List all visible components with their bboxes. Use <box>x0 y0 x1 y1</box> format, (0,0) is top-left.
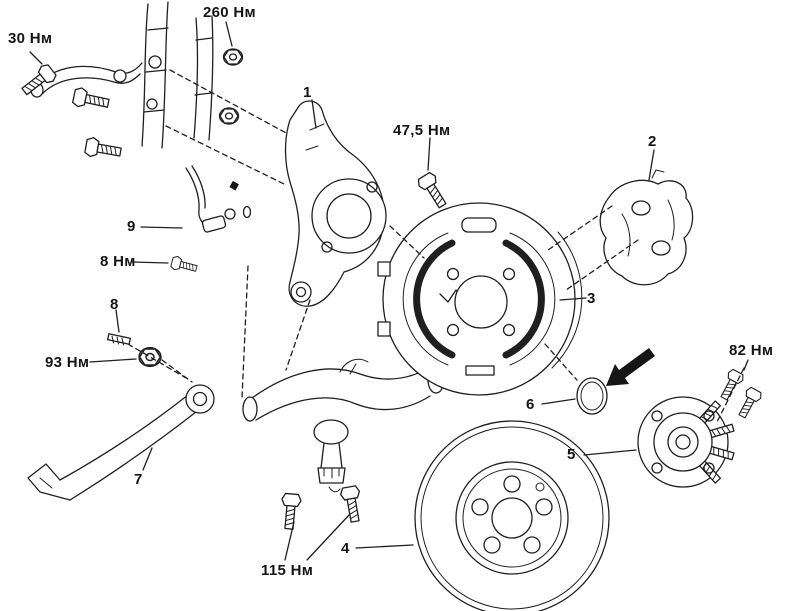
callout-part-7: 7 <box>134 471 143 488</box>
label-torque-93nm: 93 Нм <box>45 354 90 371</box>
brake-disc-part-4 <box>414 420 610 611</box>
plate-bolt-47-5nm <box>415 170 452 212</box>
ball-joint-bolts-115nm <box>278 484 366 531</box>
pin-part-8 <box>106 333 132 346</box>
direction-arrow <box>606 348 655 386</box>
callout-part-5: 5 <box>567 446 576 463</box>
label-torque-260nm: 260 Нм <box>203 4 256 21</box>
label-torque-115nm: 115 Нм <box>261 562 314 579</box>
bracket-bolts <box>71 86 123 163</box>
leader-lines <box>29 21 749 561</box>
callout-part-3: 3 <box>587 290 596 307</box>
callout-part-8: 8 <box>110 296 119 313</box>
callout-part-4: 4 <box>341 540 350 557</box>
axle-carrier-part-1 <box>284 100 387 307</box>
label-torque-8nm: 8 Нм <box>100 253 136 270</box>
mounting-bracket <box>141 1 214 149</box>
label-torque-47-5nm: 47,5 Нм <box>393 122 451 139</box>
strut-rod-part-7 <box>27 384 215 501</box>
nuts-260nm <box>218 48 244 125</box>
hub-part-5 <box>637 396 735 488</box>
callout-part-6: 6 <box>526 396 535 413</box>
callout-part-1: 1 <box>303 84 312 101</box>
nut-93nm <box>138 347 162 367</box>
label-torque-30nm: 30 Нм <box>8 30 53 47</box>
label-torque-82nm: 82 Нм <box>729 342 774 359</box>
caliper-part-2 <box>599 169 694 286</box>
callout-part-2: 2 <box>648 133 657 150</box>
sensor-bolt-8nm <box>169 254 199 276</box>
backing-plate-part-3 <box>377 202 583 396</box>
grease-cap-part-6 <box>576 377 608 415</box>
abs-sensor-part-9 <box>185 165 252 233</box>
alignment-dashes <box>127 69 745 425</box>
callout-part-9: 9 <box>127 218 136 235</box>
control-arm-ball-joint <box>242 358 445 493</box>
